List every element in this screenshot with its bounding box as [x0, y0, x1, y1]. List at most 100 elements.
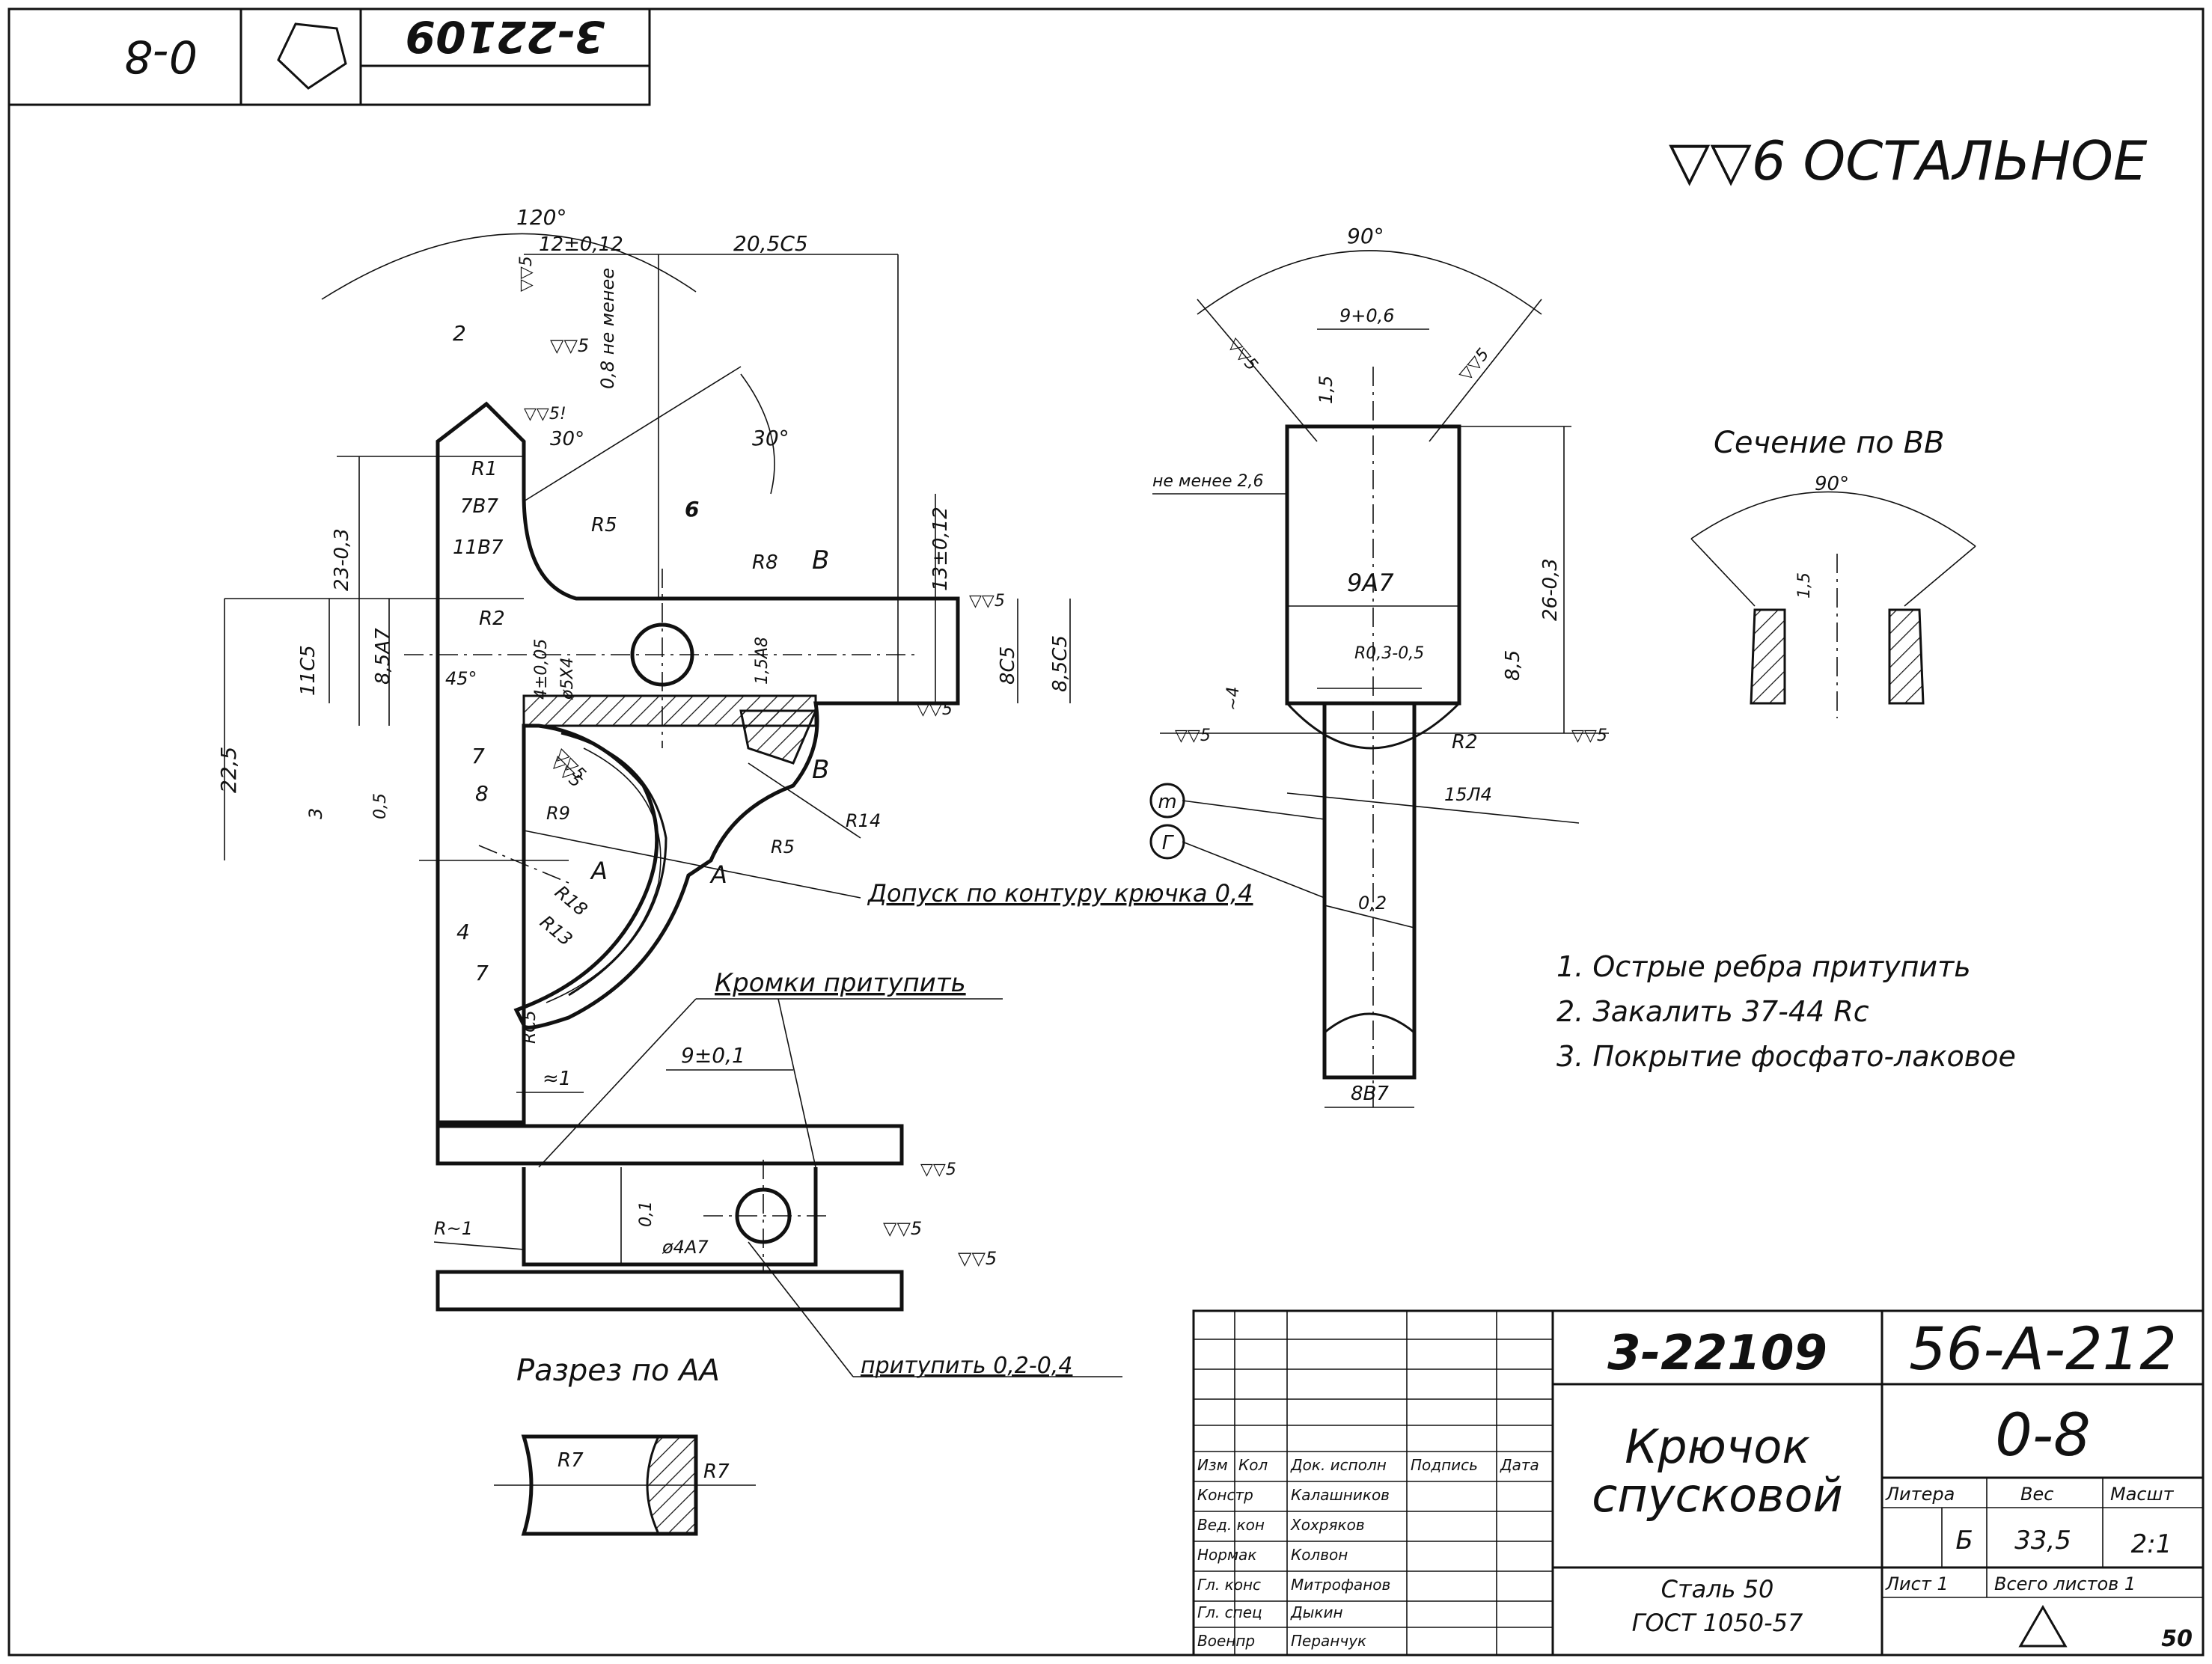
main-dim-23: 4±0,05 — [532, 639, 551, 700]
corner-stamp: 0-8 3-22109 — [7, 7, 651, 106]
side-dim-10: ~4 — [1224, 687, 1243, 711]
tb-scale-label: Масшт — [2110, 1484, 2175, 1505]
side-dim-7: 26-0,3 — [1539, 558, 1562, 621]
aa-dim-2: 0,1 — [637, 1201, 656, 1227]
tb-sheets-total: Всего листов 1 — [1994, 1573, 2136, 1594]
main-dim-12: 11B7 — [453, 536, 504, 559]
tolerance-note: Допуск по контуру крючка 0,4 — [867, 879, 1253, 908]
tb-name-2: Колвон — [1291, 1546, 1348, 1564]
main-dim-27: 8,5C5 — [1049, 635, 1072, 692]
main-dim-10: R1 — [471, 458, 498, 480]
hatched-tooth — [739, 709, 818, 765]
note-1: 1. Острые ребра притупить — [1556, 950, 1971, 983]
aa-dim-0: 9±0,1 — [681, 1043, 745, 1068]
main-dim-43: R13 — [536, 911, 576, 950]
main-dim-0: 120° — [516, 205, 566, 230]
main-dim-16: B — [812, 545, 829, 575]
side-dim-0: 90° — [1347, 224, 1384, 248]
marker-m — [1149, 783, 1185, 819]
tb-role-0: Констр — [1197, 1486, 1253, 1504]
tb-name-4: Дыкин — [1290, 1603, 1343, 1621]
aa-dim-1: ≈1 — [543, 1068, 571, 1090]
main-dim-14: 6 — [685, 497, 699, 521]
tb-header-4: Дата — [1500, 1456, 1539, 1474]
tb-scale-value: 2:1 — [2131, 1529, 2172, 1559]
aa-dim-7: ▽▽5 — [958, 1248, 997, 1269]
aa-dim-3: ø4A7 — [662, 1237, 709, 1258]
side-dim-13: R2 — [1452, 731, 1478, 753]
main-dim-42: R18 — [551, 881, 591, 920]
side-dim-5: не менее 2,6 — [1152, 472, 1263, 491]
main-dim-33: B — [812, 755, 829, 785]
aa-upper-plate — [436, 1124, 904, 1166]
hook-outline — [436, 401, 960, 1125]
section-bb-left — [1750, 608, 1786, 705]
marker-g-label: Г — [1162, 832, 1175, 854]
main-dim-13: R5 — [591, 514, 617, 536]
tb-material-2: ГОСТ 1050-57 — [1632, 1609, 1803, 1637]
aa-lower-plate — [436, 1270, 904, 1312]
section-bb-right — [1888, 608, 1925, 705]
main-dim-17: 23-0,3 — [331, 528, 353, 591]
tb-material-1: Сталь 50 — [1661, 1575, 1774, 1603]
main-dim-11: 7B7 — [460, 495, 498, 518]
tb-sheet-mark: 0-8 — [1995, 1402, 2090, 1469]
section-bb-title: Сечение по ВВ — [1714, 426, 1944, 460]
side-stem — [1322, 703, 1417, 1080]
main-dim-24: ø5X4 — [558, 657, 577, 700]
section-bb-dim: 1,5 — [1795, 572, 1814, 599]
pentagon-mark-icon — [277, 22, 347, 90]
main-dim-25: 1,5A8 — [753, 637, 772, 685]
pin-r7-right: R7 — [703, 1460, 730, 1483]
tb-name-0: Калашников — [1291, 1486, 1390, 1504]
main-dim-44: 4 — [456, 920, 470, 944]
main-dim-18: 13±0,12 — [929, 507, 952, 591]
edge-label: Кромки притупить — [715, 968, 966, 998]
tb-role-3: Гл. конс — [1197, 1576, 1261, 1594]
stamp-sheet-mark: 0-8 — [124, 30, 198, 82]
tb-weight-label: Вес — [2020, 1484, 2053, 1505]
main-dim-34: 8 — [475, 781, 489, 806]
tb-name-3: Митрофанов — [1291, 1576, 1390, 1594]
main-dim-28: 45° — [445, 668, 477, 689]
tb-name-5: Перанчук — [1291, 1632, 1366, 1650]
tb-code: 56-А-212 — [1909, 1316, 2177, 1383]
marker-m-label: m — [1158, 791, 1176, 813]
tb-role-4: Гл. спец — [1197, 1603, 1262, 1621]
section-bb-angle: 90° — [1815, 473, 1849, 495]
main-dim-20: R2 — [479, 608, 505, 630]
main-dim-19: ▽▽5 — [969, 592, 1005, 611]
main-dim-40: R5 — [771, 836, 795, 857]
main-dim-46: RC5 — [521, 1010, 540, 1044]
main-dim-15: R8 — [752, 551, 778, 574]
main-dim-29: ▽▽5 — [917, 700, 953, 719]
aa-dim-6: ▽▽5 — [883, 1218, 922, 1239]
pin-section — [521, 1434, 698, 1536]
tb-litera-value: Б — [1955, 1526, 1973, 1556]
side-dim-11: ▽▽5 — [1175, 727, 1211, 745]
side-view: m Г 90° 9+0,6 ▽▽5 ▽▽5 1,5 не менее 2,6 9… — [1149, 224, 1609, 1108]
main-dim-35: 3 — [305, 808, 326, 819]
tb-header-1: Кол — [1238, 1456, 1268, 1474]
main-dim-6: ▽▽5 — [517, 256, 536, 292]
side-dim-4: 1,5 — [1316, 376, 1336, 404]
tb-sheet-label: Лист 1 — [1885, 1573, 1949, 1594]
aa-dim-5: ▽▽5 — [920, 1160, 956, 1179]
main-dim-38: R14 — [846, 810, 881, 831]
marker-g — [1149, 824, 1185, 860]
main-dim-5: 0,8 не менее — [597, 268, 618, 389]
main-dim-45: 7 — [475, 961, 489, 985]
side-dim-12: ▽▽5 — [1571, 727, 1607, 745]
tb-name-1: Хохряков — [1290, 1516, 1365, 1534]
notes: 1. Острые ребра притупить 2. Закалить 37… — [1556, 950, 2016, 1073]
main-dim-1: 12±0,12 — [539, 233, 623, 256]
tb-litera-label: Литера — [1885, 1484, 1955, 1505]
tb-name-line2: спусковой — [1592, 1468, 1843, 1523]
tb-name-line1: Крючок — [1625, 1419, 1810, 1474]
main-view: 120° 12±0,12 20,5C5 2 ▽▽5 0,8 не менее ▽… — [216, 205, 1253, 1125]
tb-header-3: Подпись — [1411, 1456, 1478, 1474]
side-dim-8: R0,3-0,5 — [1354, 644, 1424, 663]
main-dim-21: 11C5 — [297, 645, 320, 696]
side-dim-6: 9A7 — [1347, 569, 1394, 597]
